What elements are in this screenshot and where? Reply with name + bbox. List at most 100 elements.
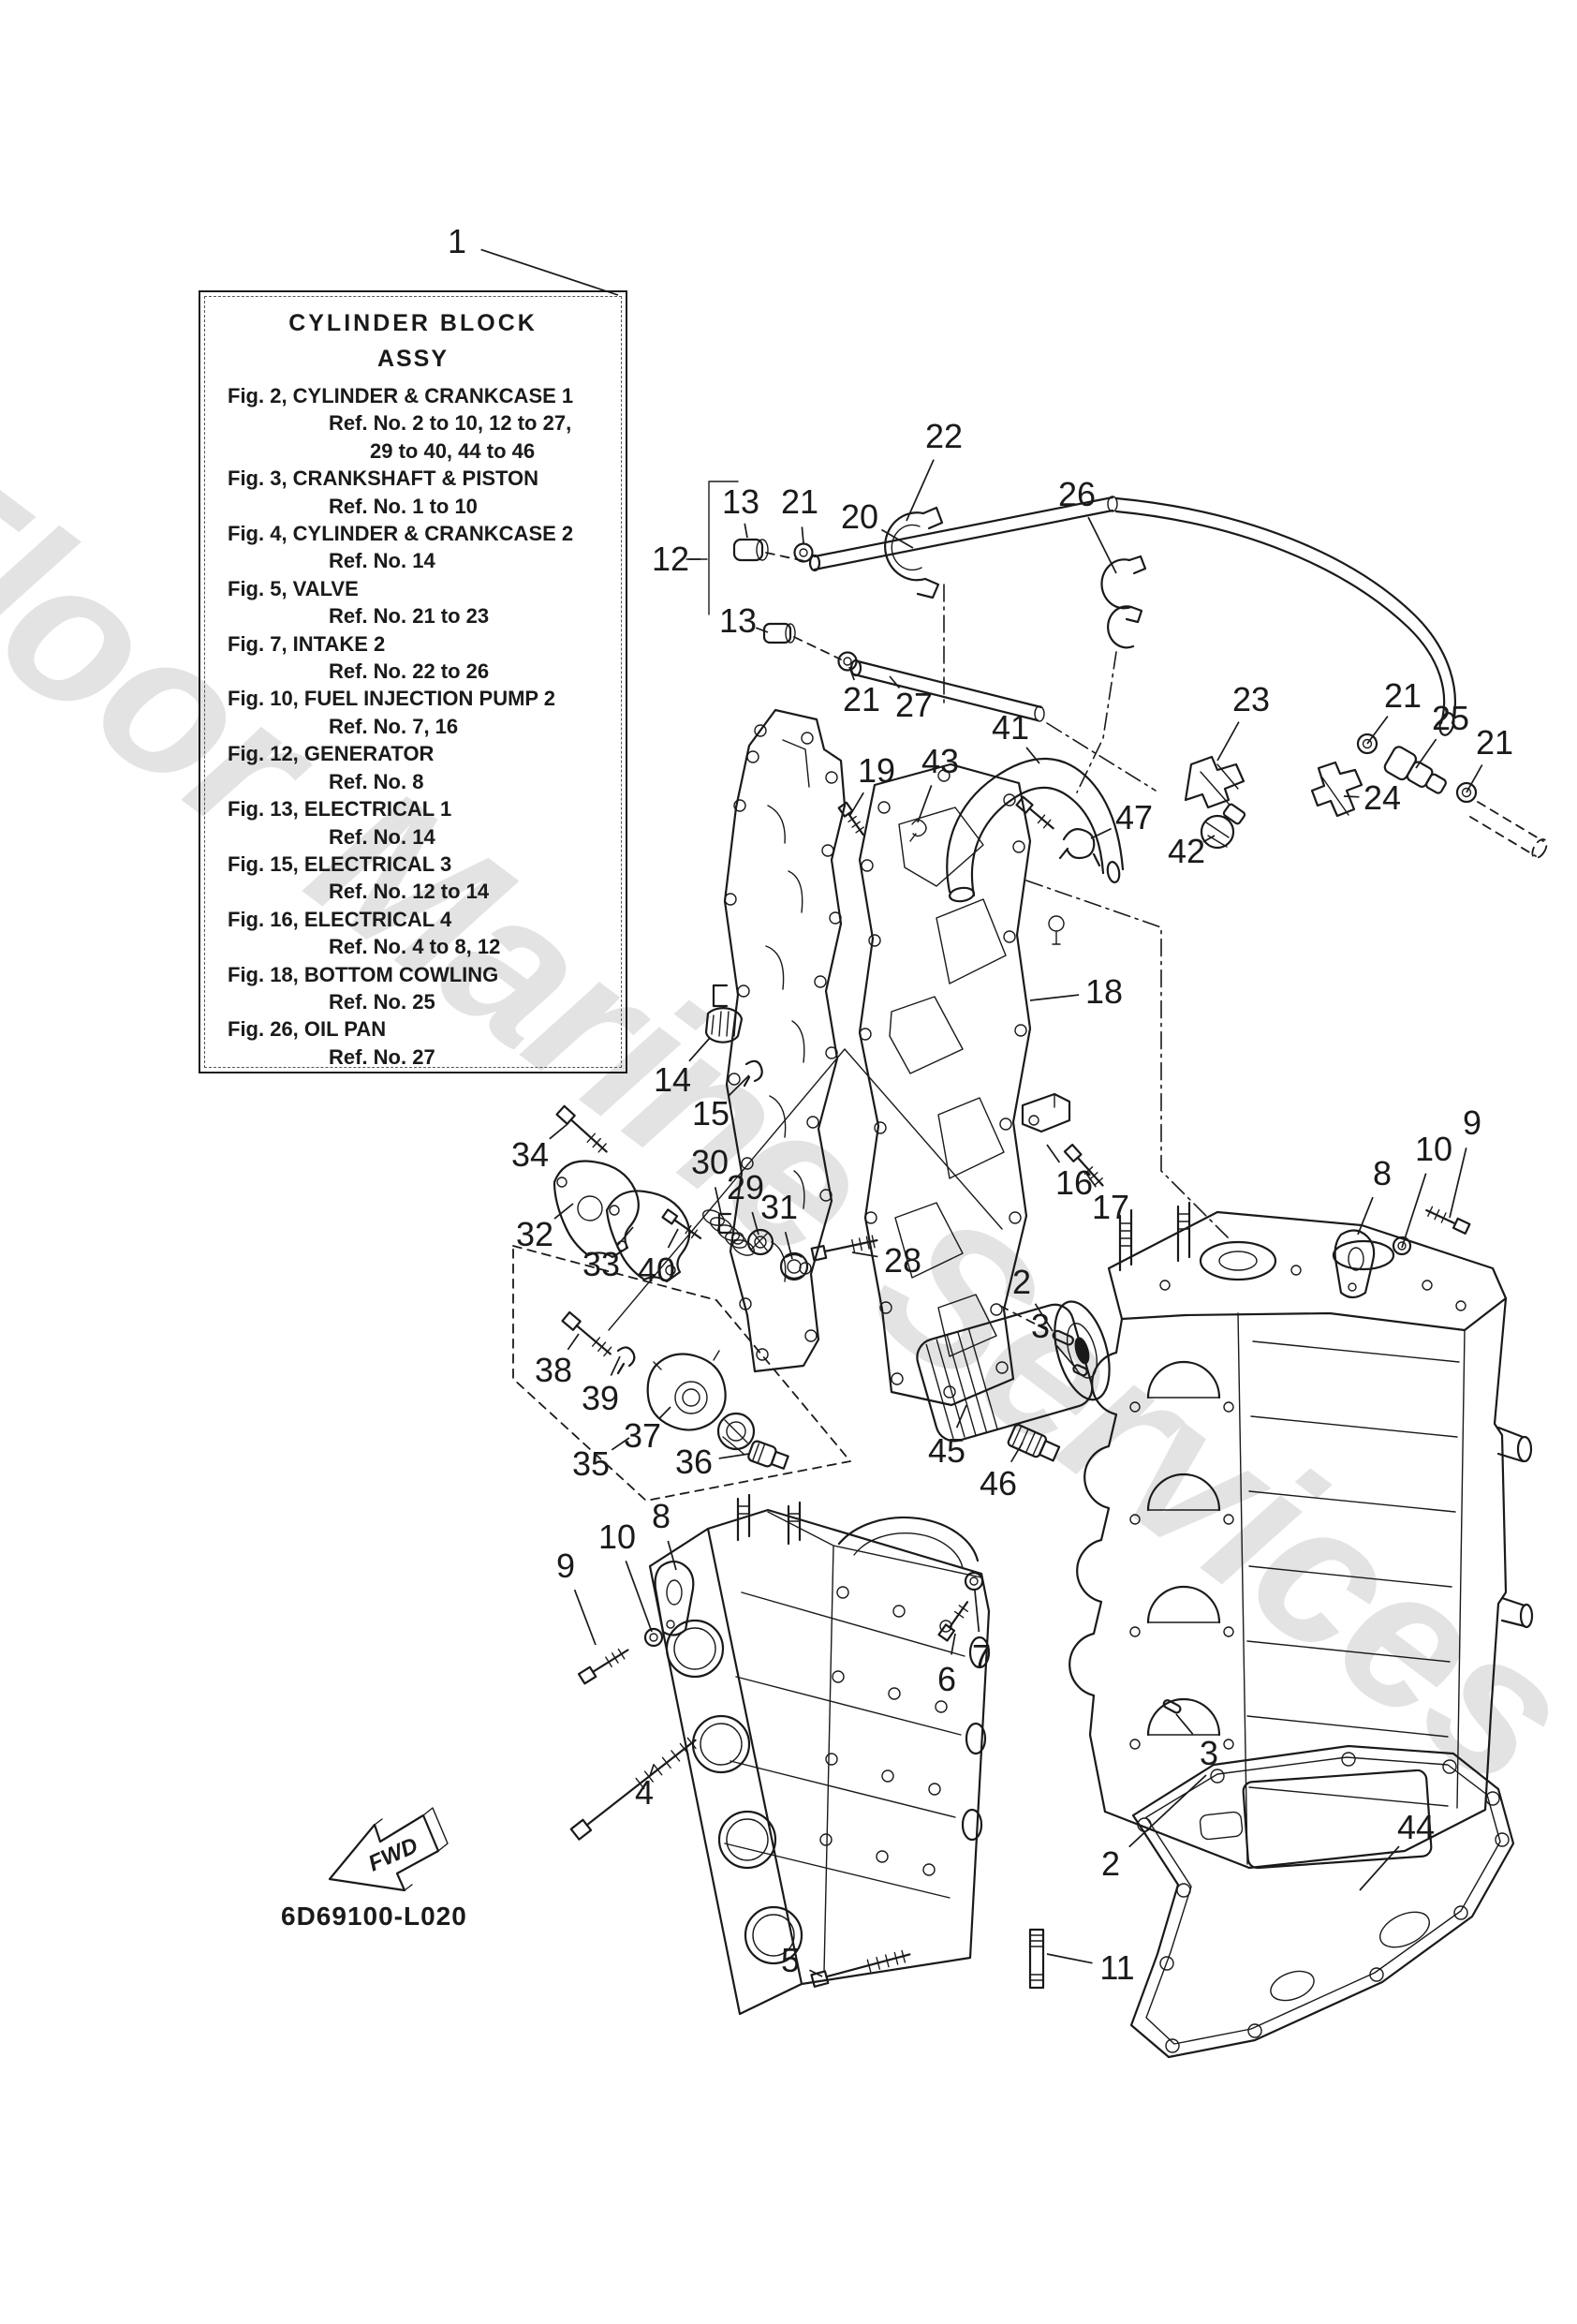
fitting-46 — [1007, 1424, 1061, 1462]
seal-31 — [779, 1251, 809, 1281]
callout-45: 45 — [927, 1431, 966, 1470]
callout-40: 40 — [637, 1251, 676, 1289]
parts-index-line: Ref. No. 12 to 14 — [329, 880, 490, 904]
callout-20: 20 — [840, 497, 879, 536]
leader-line-8 — [667, 1540, 677, 1571]
callout-22: 22 — [924, 417, 964, 455]
dowel-pin-3 — [1072, 1364, 1088, 1377]
callout-10: 10 — [1414, 1130, 1453, 1168]
callout-32: 32 — [515, 1215, 554, 1253]
parts-index-line: Fig. 18, BOTTOM COWLING — [228, 962, 499, 986]
leader-line-38 — [567, 1333, 580, 1351]
parts-index-line: Fig. 12, GENERATOR — [228, 742, 435, 766]
parts-index-line: Fig. 2, CYLINDER & CRANKCASE 1 — [228, 384, 574, 407]
callout-31: 31 — [759, 1188, 799, 1226]
leader-line-21 — [1466, 764, 1483, 793]
callout-21: 21 — [842, 680, 881, 718]
bolt-6 — [937, 1601, 969, 1642]
gasket-33 — [605, 1190, 691, 1283]
cylinder-block-assembly — [999, 1201, 1534, 1870]
bolt-9 — [1425, 1206, 1471, 1235]
leader-line-2 — [1128, 1774, 1207, 1848]
leader-line-31 — [784, 1231, 793, 1260]
spring-clamp-47 — [1058, 828, 1101, 867]
callout-28: 28 — [883, 1241, 922, 1280]
parts-index-border: CYLINDER BLOCK ASSY Fig. 2, CYLINDER & C… — [204, 296, 622, 1068]
callout-47: 47 — [1114, 798, 1154, 836]
bolt-40 — [661, 1208, 702, 1239]
callout-8: 8 — [1372, 1154, 1393, 1192]
leader-line-25 — [1415, 738, 1437, 769]
fuel-hose-right — [1114, 496, 1548, 859]
plug-14 — [704, 1007, 744, 1044]
leader-line-41 — [1025, 747, 1040, 764]
exhaust-gasket — [1129, 1744, 1515, 2059]
callout-25: 25 — [1431, 699, 1470, 737]
callout-7: 7 — [971, 1637, 992, 1676]
fuel-pipe-lower — [762, 622, 1045, 722]
leader-line-10 — [1401, 1173, 1427, 1249]
grommet — [1048, 915, 1065, 945]
washer-10b — [643, 1627, 664, 1648]
leader-line-6 — [951, 1633, 956, 1655]
callout-34: 34 — [510, 1135, 550, 1174]
bolt-34 — [555, 1104, 608, 1153]
clip-15 — [743, 1059, 763, 1088]
construction-lines — [608, 584, 1231, 1331]
leader-line-1 — [480, 248, 619, 296]
leader-line-36 — [718, 1453, 750, 1459]
leader-line-26 — [1087, 516, 1117, 574]
parts-index-line: Fig. 3, CRANKSHAFT & PISTON — [228, 466, 539, 491]
drawing-code: 6D69100-L020 — [281, 1902, 467, 1931]
parts-index-line: Fig. 16, ELECTRICAL 4 — [228, 907, 452, 931]
callout-16: 16 — [1054, 1163, 1094, 1202]
leader-line-45 — [955, 1404, 967, 1428]
leader-line-42 — [1202, 835, 1216, 843]
leader-line-27 — [889, 675, 901, 688]
callout-23: 23 — [1231, 680, 1271, 718]
hose-holder-clamp-24 — [1310, 761, 1363, 818]
leader-line-16 — [1046, 1144, 1061, 1163]
parts-index-line: Ref. No. 7, 16 — [329, 714, 459, 738]
callout-14: 14 — [653, 1060, 692, 1099]
callout-12: 12 — [651, 540, 690, 578]
washer-7 — [964, 1571, 984, 1591]
callout-5: 5 — [780, 1941, 801, 1979]
thermostat-cover-assembly — [553, 1104, 809, 1283]
parts-index-line: Ref. No. 14 — [329, 824, 435, 849]
oil-filter — [916, 1300, 1111, 1462]
callout-6: 6 — [936, 1660, 957, 1698]
callout-37: 37 — [623, 1416, 662, 1455]
leader-line-2 — [1034, 1303, 1054, 1332]
parts-index-line: Fig. 26, OIL PAN — [228, 1017, 387, 1042]
parts-index-line: Ref. No. 21 to 23 — [329, 604, 490, 629]
leader-line-7 — [974, 1590, 980, 1633]
callout-19: 19 — [857, 751, 896, 790]
leader-line-21 — [848, 666, 855, 681]
callout-27: 27 — [894, 686, 934, 724]
parts-index-line: Fig. 7, INTAKE 2 — [228, 631, 386, 656]
screw-hose-clamp-42 — [1200, 803, 1246, 850]
leader-line-40 — [667, 1228, 679, 1249]
leader-line-5 — [809, 1969, 823, 1977]
callout-38: 38 — [534, 1351, 573, 1389]
housing-37 — [646, 1350, 727, 1431]
parts-index-subtitle: ASSY — [376, 346, 450, 372]
callout-10: 10 — [597, 1517, 637, 1556]
hose-holder-clamp-23 — [1184, 755, 1245, 809]
leader-line-20 — [880, 528, 914, 549]
leader-line-29 — [751, 1211, 759, 1236]
callout-1: 1 — [447, 222, 467, 260]
callout-35: 35 — [571, 1444, 611, 1483]
leader-line-24 — [1343, 795, 1360, 798]
leader-line-13 — [744, 523, 748, 539]
bearing-ring — [716, 1412, 756, 1455]
callout-2: 2 — [1100, 1844, 1121, 1883]
parts-index-title: CYLINDER BLOCK — [288, 310, 538, 336]
breather-hose — [837, 757, 1246, 945]
leader-line-46 — [1010, 1442, 1024, 1463]
callout-30: 30 — [690, 1143, 730, 1181]
bolt-5 — [810, 1949, 911, 1988]
